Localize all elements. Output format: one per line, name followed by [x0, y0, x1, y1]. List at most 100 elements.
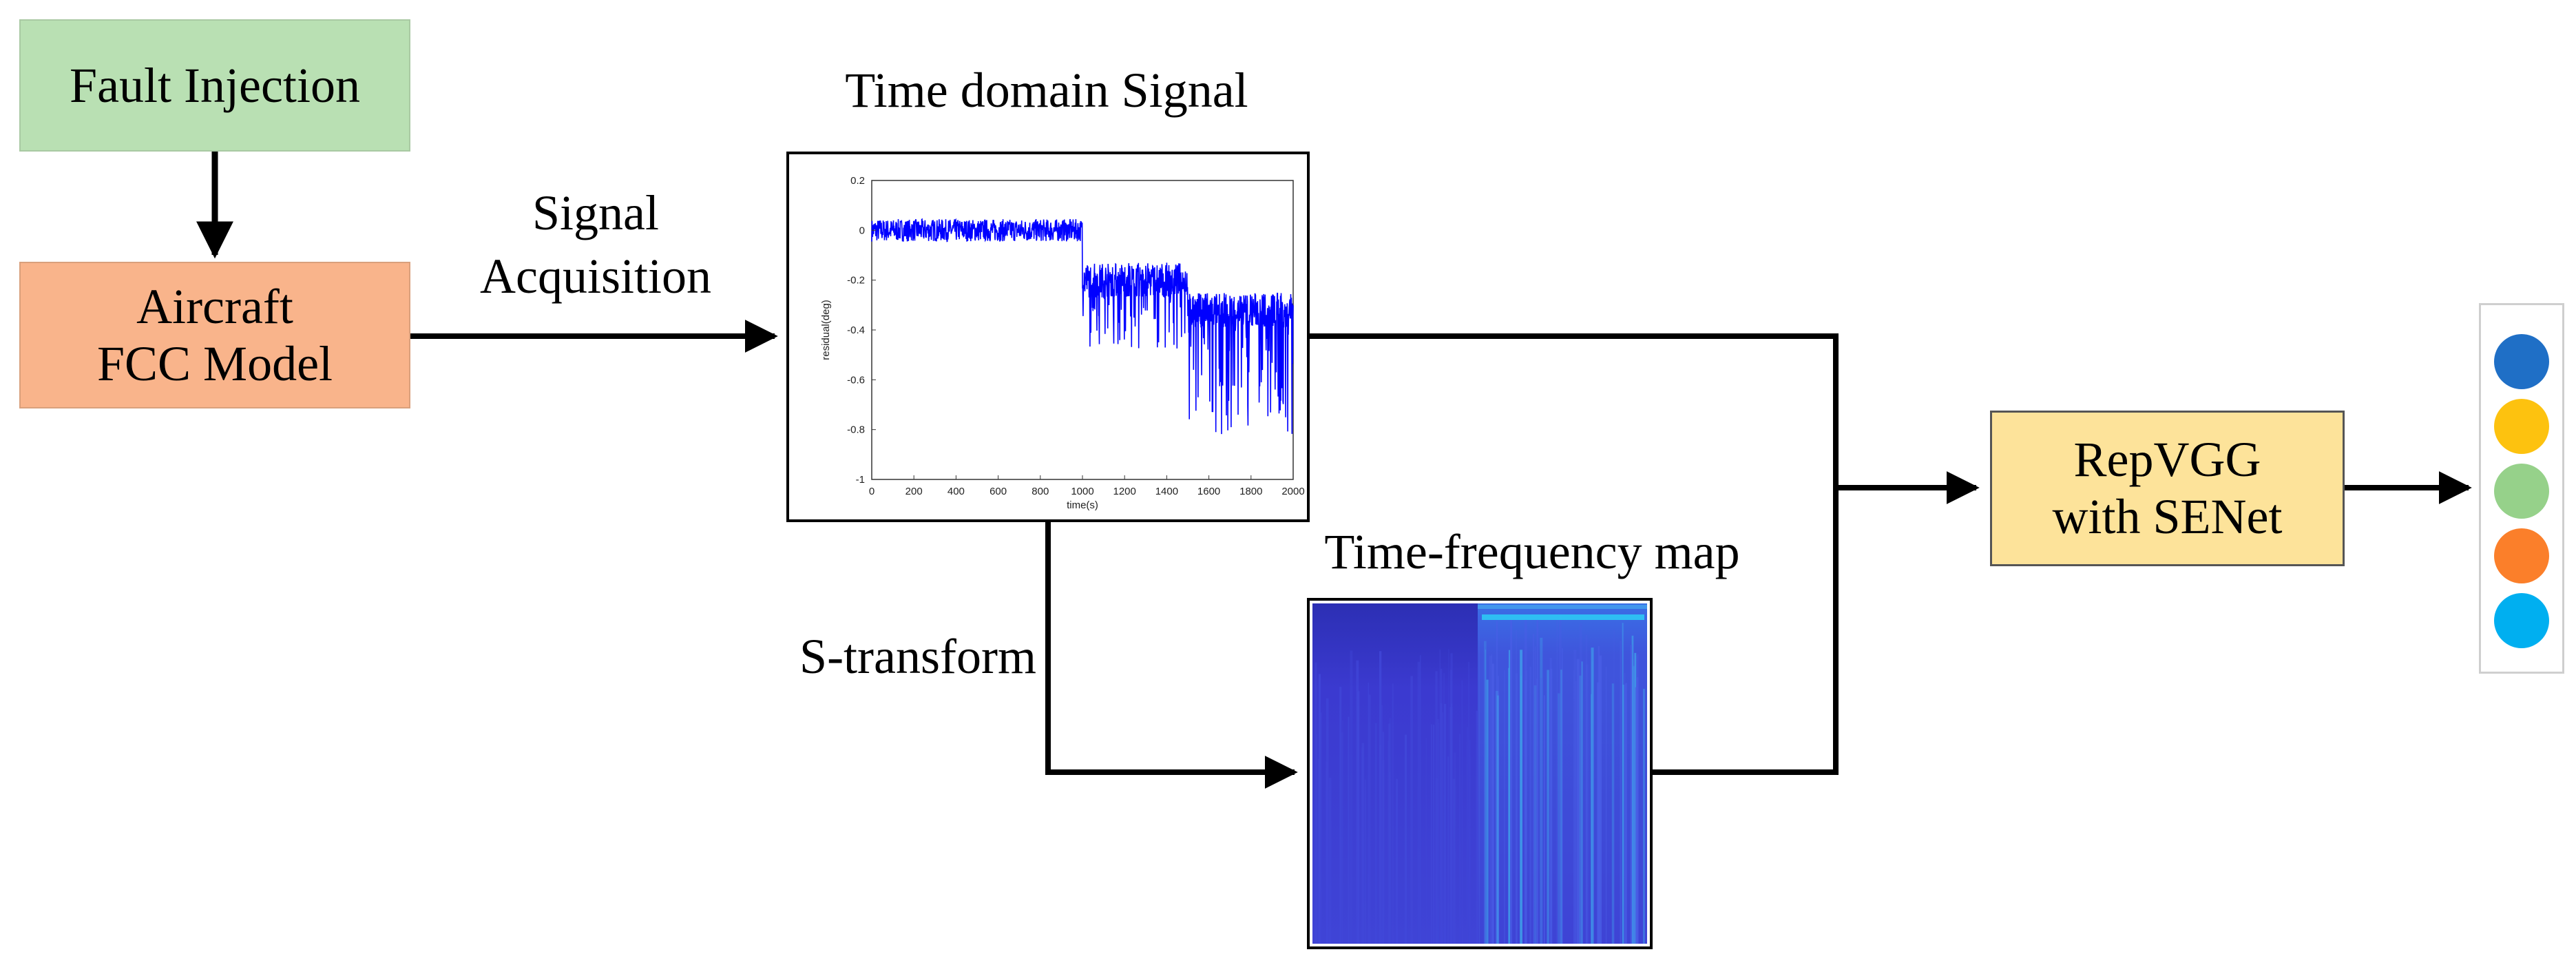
tf-streak: [1559, 615, 1562, 944]
signal-series-line: [871, 218, 1294, 435]
tf-streak: [1467, 727, 1468, 944]
x-tick-label: 400: [947, 486, 965, 497]
tf-streak: [1484, 641, 1487, 944]
tf-streak: [1516, 673, 1518, 944]
tf-streak: [1420, 655, 1421, 944]
tf-streak: [1328, 777, 1332, 944]
tf-streak: [1550, 668, 1553, 944]
tf-streak: [1315, 662, 1317, 944]
x-tick-label: 1800: [1239, 486, 1262, 497]
tf-streak: [1516, 630, 1517, 944]
time-frequency-map-frame: [1307, 598, 1653, 949]
x-axis-label: time(s): [1067, 499, 1098, 511]
tf-streak: [1483, 670, 1485, 944]
tf-streak: [1573, 650, 1577, 944]
time-frequency-map-title: Time-frequency map: [1324, 524, 1740, 579]
tf-streak: [1350, 650, 1353, 944]
tf-streak: [1625, 683, 1627, 944]
tf-streak: [1524, 619, 1527, 944]
y-axis-label: residual(deg): [820, 300, 832, 360]
tf-streak: [1529, 666, 1531, 944]
tf-streak: [1319, 712, 1322, 944]
tf-streak: [1451, 703, 1453, 944]
aircraft-fcc-model-box: Aircraft FCC Model: [19, 262, 410, 408]
tf-streak: [1440, 703, 1443, 944]
tf-streak: [1544, 695, 1545, 944]
tf-streak: [1364, 779, 1366, 944]
tf-streak: [1382, 732, 1385, 944]
output-class-dot-4: [2494, 528, 2549, 583]
tf-streak: [1580, 623, 1582, 944]
tf-streak: [1339, 686, 1342, 944]
tf-streak: [1405, 734, 1407, 944]
tf-streak: [1486, 679, 1489, 944]
x-tick-label: 1400: [1155, 486, 1178, 497]
tf-streak: [1449, 707, 1453, 944]
tf-streak: [1605, 666, 1607, 944]
repvgg-line2: with SENet: [2052, 489, 2283, 544]
tf-streak: [1492, 663, 1494, 944]
x-tick-label: 2000: [1281, 486, 1304, 497]
tf-streak: [1448, 649, 1449, 944]
output-classes-panel: [2479, 303, 2564, 674]
tf-streak: [1379, 651, 1382, 944]
tf-streak: [1379, 745, 1381, 944]
x-tick-label: 1000: [1071, 486, 1093, 497]
tf-streak: [1635, 687, 1638, 944]
x-tick-label: 0: [869, 486, 875, 497]
y-tick-label: -0.6: [847, 374, 865, 386]
tf-streak: [1485, 650, 1486, 944]
tf-streak: [1447, 756, 1449, 944]
y-tick-label: 0.2: [850, 175, 865, 187]
tf-streak: [1540, 678, 1542, 944]
tf-streak: [1392, 683, 1394, 944]
tf-streak: [1622, 684, 1624, 944]
tf-streak: [1547, 670, 1549, 944]
tf-streak: [1633, 665, 1635, 944]
tf-streak: [1369, 694, 1371, 944]
tf-streak: [1489, 656, 1492, 944]
tf-streak: [1461, 680, 1463, 944]
tf-streak: [1318, 758, 1321, 944]
signal-acquisition-label-1: Signal: [532, 185, 659, 240]
tf-streak: [1442, 712, 1444, 944]
tf-streak: [1536, 617, 1539, 944]
tf-streak: [1444, 703, 1447, 944]
tf-streak: [1643, 688, 1645, 944]
tf-streak: [1435, 778, 1438, 944]
tf-streak: [1438, 722, 1440, 944]
x-tick-label: 1200: [1113, 486, 1136, 497]
tf-streak: [1381, 705, 1383, 944]
tf-streak: [1361, 743, 1364, 944]
output-class-dot-5: [2494, 593, 2549, 648]
tf-highlight-band-2: [1478, 605, 1647, 609]
arrow-signal-to-tfmap: [1045, 522, 1298, 789]
tf-streak: [1356, 660, 1359, 944]
tf-streak: [1435, 671, 1438, 944]
tf-streak: [1389, 718, 1392, 944]
y-tick-label: -0.4: [847, 324, 865, 336]
tf-streak: [1452, 778, 1456, 944]
tf-streak: [1508, 650, 1511, 944]
output-class-dot-3: [2494, 464, 2549, 519]
tf-streak: [1439, 649, 1441, 944]
tf-streak: [1611, 683, 1615, 944]
output-class-dot-2: [2494, 399, 2549, 454]
tf-streak: [1468, 661, 1469, 944]
tf-streak: [1431, 724, 1432, 944]
tf-streak: [1382, 760, 1385, 944]
tf-streak: [1476, 710, 1478, 944]
y-tick-label: -0.8: [847, 424, 865, 436]
tf-streak: [1631, 635, 1634, 944]
tf-streak: [1520, 650, 1522, 944]
tf-streak: [1624, 672, 1625, 944]
y-tick-label: -0.2: [847, 275, 865, 287]
tf-streak: [1410, 676, 1413, 944]
tf-streak: [1573, 670, 1575, 944]
x-tick-label: 600: [989, 486, 1007, 497]
tf-streak: [1496, 621, 1498, 944]
tf-streak: [1443, 673, 1445, 944]
tf-streak: [1388, 723, 1391, 944]
